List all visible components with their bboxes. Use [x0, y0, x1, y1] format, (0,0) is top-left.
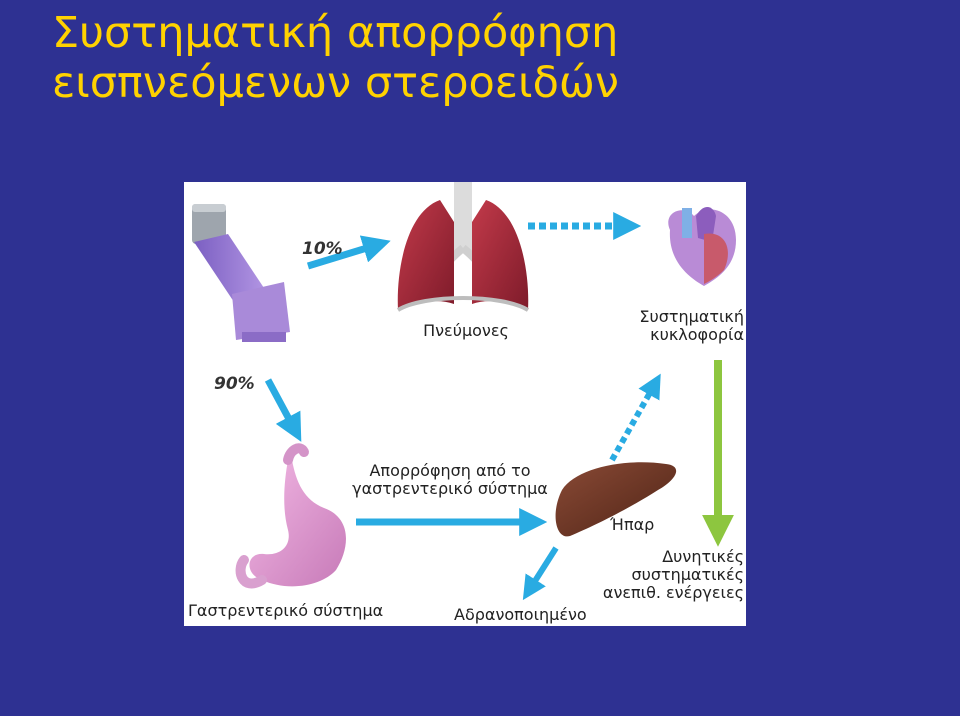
arrow-liver-to-inactivated — [522, 546, 559, 601]
arrow-inhaler-to-stomach — [264, 378, 302, 442]
systemic-circulation-label: Συστηματική κυκλοφορία — [614, 308, 744, 344]
gi-absorption-line-2: γαστρεντερικό σύστημα — [352, 479, 548, 498]
gi-absorption-label: Απορρόφηση από το γαστρεντερικό σύστημα — [334, 462, 566, 498]
arrow-inhaler-to-lungs — [306, 235, 391, 270]
liver-icon — [555, 462, 677, 537]
systemic-effects-line-2: συστηματικές — [631, 565, 744, 584]
lungs-label: Πνεύμονες — [423, 321, 509, 340]
percent-lungs-label: 10% — [302, 239, 343, 259]
diagram-graphics — [192, 182, 736, 601]
inhaler-icon — [192, 204, 290, 342]
systemic-effects-line-1: Δυνητικές — [662, 547, 744, 566]
systemic-effects-line-3: ανεπιθ. ενέργειες — [602, 583, 744, 602]
title-line-1: Συστηματική απορρόφηση — [52, 8, 619, 58]
liver-label: Ήπαρ — [610, 515, 655, 534]
heart-icon — [668, 206, 736, 286]
gi-tract-label: Γαστρεντερικό σύστημα — [188, 601, 384, 620]
lungs-icon — [396, 182, 530, 312]
absorption-diagram: 10% 90% Πνεύμονες Συστηματική κυκλοφορία… — [184, 182, 746, 626]
systemic-effects-label: Δυνητικές συστηματικές ανεπιθ. ενέργειες — [598, 548, 744, 602]
percent-gi-label: 90% — [214, 374, 255, 394]
arrow-liver-to-circulation — [609, 373, 661, 462]
systemic-circulation-line-1: Συστηματική — [639, 307, 744, 326]
page-title: Συστηματική απορρόφηση εισπνεόμενων στερ… — [52, 8, 619, 108]
gi-absorption-line-1: Απορρόφηση από το — [369, 461, 531, 480]
stomach-icon — [235, 443, 346, 589]
title-line-2: εισπνεόμενων στεροειδών — [52, 58, 619, 108]
systemic-circulation-line-2: κυκλοφορία — [650, 325, 744, 344]
inactivated-label: Αδρανοποιημένο — [454, 605, 587, 624]
